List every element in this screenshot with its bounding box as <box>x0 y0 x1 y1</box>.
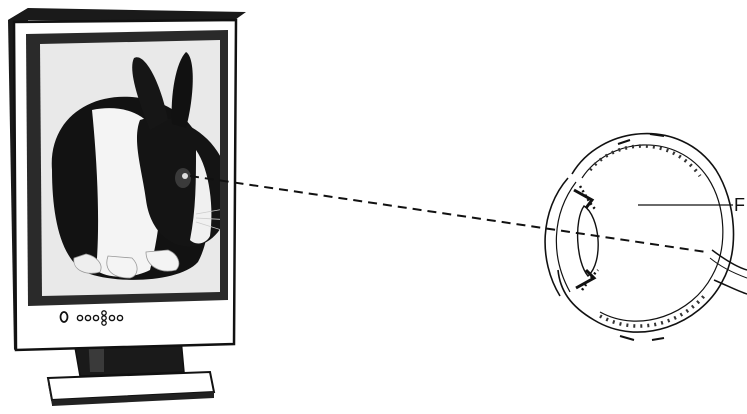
eye-label-f: F <box>734 195 745 215</box>
computer-monitor <box>8 8 246 406</box>
eye-cross-section <box>545 134 747 340</box>
line-of-sight <box>190 176 706 252</box>
